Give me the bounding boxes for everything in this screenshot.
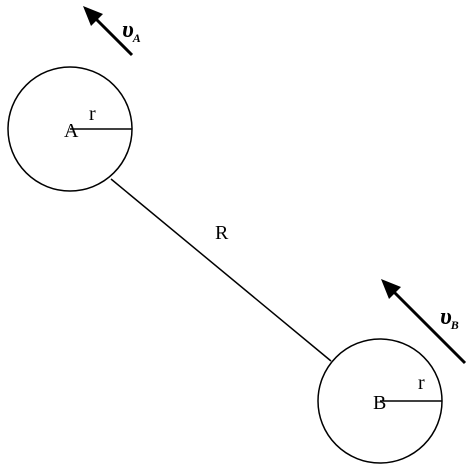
velocity-a-subscript: A bbox=[132, 31, 141, 45]
label-distance: R bbox=[215, 222, 229, 244]
label-velocity-a: υA bbox=[122, 17, 141, 45]
label-radius-b: r bbox=[418, 372, 425, 394]
label-velocity-b: υB bbox=[440, 304, 459, 332]
distance-line bbox=[110, 178, 332, 362]
label-center-a: A bbox=[64, 120, 79, 142]
label-radius-a: r bbox=[89, 103, 96, 125]
velocity-b-subscript: B bbox=[450, 318, 459, 332]
label-center-b: B bbox=[373, 392, 386, 414]
velocity-arrow-a bbox=[83, 6, 134, 57]
velocity-a-symbol: υ bbox=[122, 17, 134, 43]
velocity-b-symbol: υ bbox=[440, 304, 452, 330]
velocity-arrow-b bbox=[381, 279, 467, 365]
